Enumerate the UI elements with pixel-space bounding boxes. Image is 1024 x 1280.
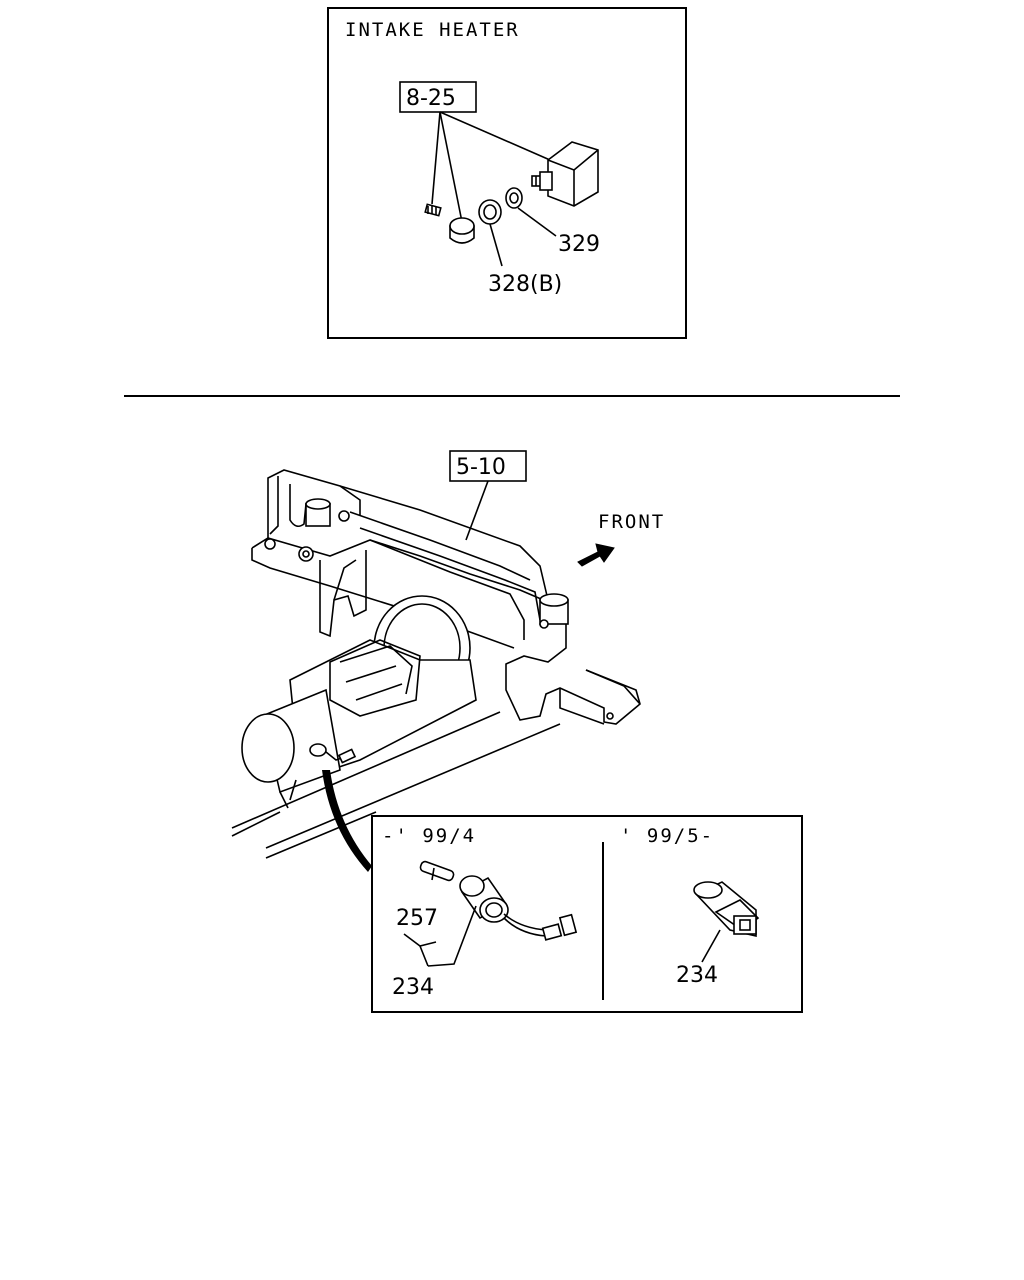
- nut: [478, 199, 502, 225]
- callout-arrow: [322, 770, 372, 872]
- main-ref: 5-10: [456, 455, 506, 480]
- chassis-view: 5-10 FRONT: [231, 450, 665, 872]
- sensor-detail-panel: -' 99/4 ' 99/5- 257 234: [371, 815, 803, 1013]
- part-label-257: 257: [396, 906, 438, 931]
- clip-257: [419, 860, 455, 882]
- period-left: -' 99/4: [382, 825, 476, 847]
- intake-heater-title: INTAKE HEATER: [345, 19, 520, 41]
- part-label-328b: 328(B): [488, 272, 562, 297]
- front-label: FRONT: [598, 511, 665, 533]
- period-right: ' 99/5-: [620, 825, 714, 847]
- washer: [505, 187, 523, 209]
- part-label-234-left: 234: [392, 975, 434, 1000]
- detail-frame: [371, 815, 803, 1013]
- transmission: [289, 595, 477, 782]
- intake-heater-ref-box: [399, 81, 477, 113]
- part-label-329: 329: [558, 232, 600, 257]
- crossmember: [251, 469, 641, 725]
- terminal-cap: [449, 217, 475, 244]
- frame-rails: [231, 711, 561, 859]
- intake-heater-panel: INTAKE HEATER 8-25: [327, 7, 687, 339]
- speed-sensor: [309, 743, 357, 764]
- sensor-234-old: [459, 875, 578, 941]
- tail-housing: [241, 688, 341, 794]
- front-arrow-icon: [577, 543, 615, 567]
- screw: [424, 203, 442, 217]
- sensor-234-new: [693, 881, 760, 938]
- part-label-234-right: 234: [676, 963, 718, 988]
- heater-block: [531, 141, 599, 207]
- intake-heater-ref: 8-25: [406, 86, 456, 111]
- intake-heater-frame: [327, 7, 687, 339]
